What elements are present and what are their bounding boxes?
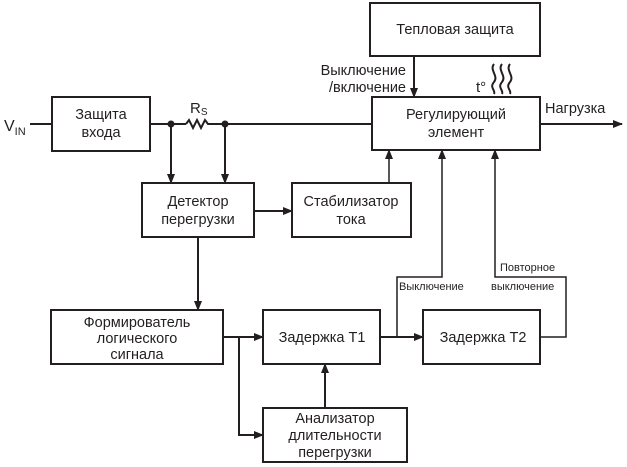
repeat-shutdown-label-2: выключение	[491, 281, 554, 293]
overload-detector-block: Детектор перегрузки	[141, 182, 255, 238]
analyzer-label-2: длительности	[288, 428, 381, 444]
vin-label: VIN	[4, 118, 26, 138]
former-to-analyzer-wire	[238, 337, 264, 439]
thermal-protection-block: Тепловая защита	[369, 2, 541, 57]
regulator-label-1: Регулирующий	[406, 107, 506, 123]
input-protection-label-2: входа	[81, 125, 121, 141]
delay-t2-label: Задержка Т2	[440, 330, 527, 346]
delay-t2-block: Задержка Т2	[422, 309, 541, 365]
repeat-shutdown-wire	[491, 149, 567, 338]
shutdown-label: Выключение	[399, 281, 464, 293]
thermal-protection-label: Тепловая защита	[396, 22, 514, 38]
detector-label-1: Детектор	[167, 194, 228, 210]
stabilizer-label-1: Стабилизатор	[304, 194, 399, 210]
detector-label-2: перегрузки	[161, 212, 235, 228]
current-stabilizer-block: Стабилизатор тока	[291, 182, 412, 238]
delay-t1-label: Задержка Т1	[279, 330, 366, 346]
temperature-label: t°	[476, 79, 486, 96]
logic-signal-former-block: Формирователь логического сигнала	[50, 309, 224, 365]
regulator-label-2: элемент	[428, 125, 485, 141]
thermal-switch-label-1: Выключение	[321, 63, 406, 79]
shutdown-wire	[396, 149, 446, 337]
input-protection-label-1: Защита	[75, 107, 127, 123]
rs-label: RS	[190, 100, 208, 118]
repeat-shutdown-label-1: Повторное	[500, 262, 555, 274]
stabilizer-label-2: тока	[336, 212, 366, 228]
delay-t1-block: Задержка Т1	[262, 309, 381, 365]
thermal-switch-label-2: /включение	[329, 80, 406, 96]
output-label: Нагрузка	[545, 101, 606, 117]
input-protection-block: Защита входа	[51, 96, 151, 152]
former-label-1: Формирователь	[84, 315, 191, 331]
former-label-2: логического	[97, 331, 178, 347]
former-label-3: сигнала	[110, 347, 164, 363]
analyzer-label-1: Анализатор	[295, 411, 374, 427]
analyzer-label-3: перегрузки	[298, 445, 372, 461]
heat-waves-icon	[491, 63, 513, 95]
regulating-element-block: Регулирующий элемент	[371, 96, 541, 151]
resistor-icon	[185, 117, 210, 131]
overload-duration-analyzer-block: Анализатор длительности перегрузки	[262, 407, 408, 463]
